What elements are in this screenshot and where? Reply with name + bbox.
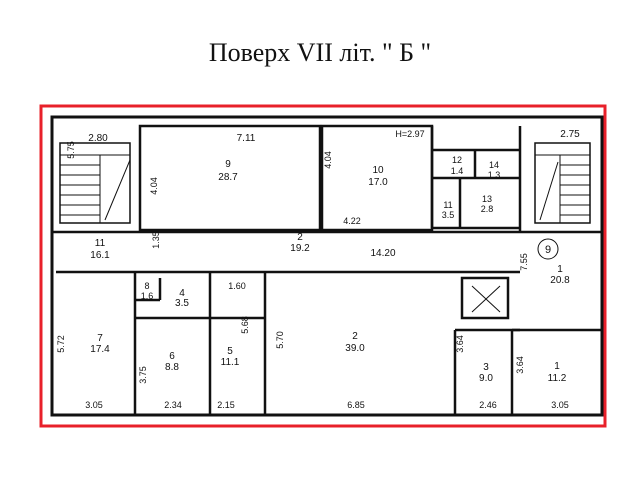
room-area: 9.0 (479, 373, 493, 384)
room-area: 17.4 (90, 344, 110, 355)
room-area: 17.0 (368, 177, 388, 188)
room-area: 11.1 (221, 357, 240, 368)
room-area: 28.7 (218, 172, 238, 183)
room-area: 19.2 (290, 243, 310, 254)
room-number: 7 (97, 333, 103, 344)
stair-right (535, 154, 590, 223)
dimension-label: 3.64 (515, 356, 525, 374)
dimension-labels: 5.75 2.80 7.11 H=2.97 2.75 4.04 4.04 4.2… (56, 129, 580, 410)
dimension-label: 5.72 (56, 335, 66, 353)
dimension-label: 6.85 (347, 400, 365, 410)
dimension-label: 2.46 (479, 400, 497, 410)
dimension-label: 3.05 (551, 400, 569, 410)
dimension-label: 2.34 (164, 400, 182, 410)
room-number: 13 (482, 194, 492, 204)
room-number: 10 (372, 165, 384, 176)
dimension-label: 2.15 (217, 400, 235, 410)
dimension-label: H=2.97 (395, 129, 424, 139)
room-number: 3 (483, 362, 489, 373)
dimension-label: 1.35 (151, 231, 161, 249)
room-number: 11 (443, 200, 452, 210)
room-area: 1.6 (141, 291, 154, 301)
dimension-label: 7.11 (237, 133, 256, 144)
dimension-label: 3.75 (138, 366, 148, 384)
room-area: 39.0 (345, 343, 365, 354)
dimension-label: 4.22 (343, 216, 361, 226)
stair-left (60, 154, 131, 223)
room-labels: 9 28.7 10 17.0 11 16.1 12 1.4 14 1.3 13 … (90, 155, 570, 384)
dimension-label: 2.75 (560, 129, 580, 140)
room-area: 1.3 (488, 170, 501, 180)
room-number: 11 (95, 238, 106, 249)
room-number: 12 (452, 155, 462, 165)
dimension-label: 1.60 (228, 281, 246, 291)
room-area: 16.1 (90, 250, 110, 261)
room-area: 3.5 (175, 298, 189, 309)
room-number: 4 (179, 288, 185, 299)
dimension-label: 5.68 (240, 316, 250, 334)
room-number: 6 (169, 351, 175, 362)
room-area: 8.8 (165, 362, 179, 373)
circle-marker (537, 238, 559, 260)
room-area: 11.2 (548, 373, 567, 384)
dimension-label: 3.64 (455, 335, 465, 353)
room-number: 2 (297, 232, 303, 243)
dimension-label: 5.70 (275, 331, 285, 349)
room-number: 1 (557, 264, 563, 275)
dimension-label: 4.04 (323, 151, 333, 169)
room-number: 8 (144, 281, 149, 291)
dimension-label: 3.05 (85, 400, 103, 410)
circle-marker-label: 9 (545, 244, 551, 256)
room-number: 5 (227, 346, 233, 357)
walls (50, 115, 604, 417)
room-area: 2.8 (481, 204, 494, 214)
room-number: 1 (554, 361, 560, 372)
room-number: 9 (225, 159, 231, 170)
dimension-label: 5.75 (66, 141, 76, 159)
plan-frame (39, 104, 607, 428)
room-number: 2 (352, 331, 358, 342)
room-area: 1.4 (451, 166, 464, 176)
dimension-label: 7.55 (519, 253, 529, 271)
dimension-label: 14.20 (370, 248, 395, 259)
floor-title: Поверх VII літ. " Б " (208, 38, 432, 67)
room-number: 14 (489, 160, 499, 170)
room-area: 3.5 (442, 210, 455, 220)
dimension-label: 2.80 (88, 133, 108, 144)
dimension-label: 4.04 (149, 177, 159, 195)
room-area: 20.8 (550, 275, 570, 286)
